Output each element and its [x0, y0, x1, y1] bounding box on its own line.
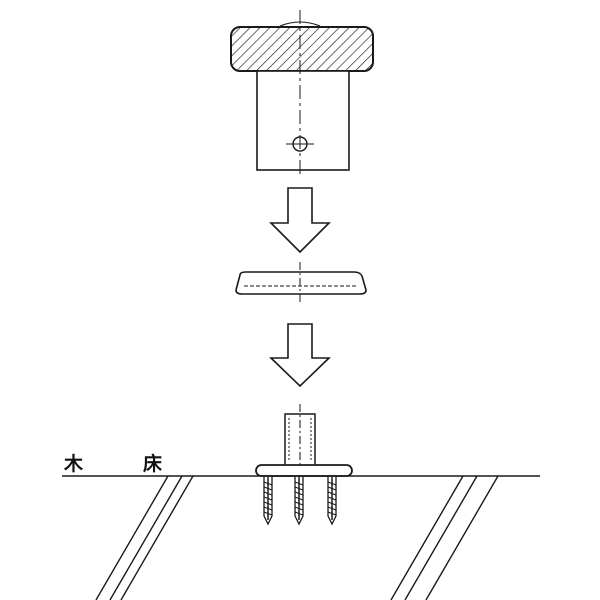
wooden-floor-icon [62, 475, 540, 600]
screw-icon [263, 477, 273, 526]
floor-label-char-1: 木 [63, 452, 84, 475]
down-arrow-icon [269, 187, 331, 254]
down-arrow-icon [269, 323, 331, 388]
floor-label-char-2: 床 [143, 452, 162, 475]
washer-icon [235, 262, 367, 302]
screw-icon [327, 477, 337, 526]
screw-icon [294, 477, 304, 526]
anchor-post-icon [255, 404, 353, 526]
rubber-cap-icon [230, 10, 374, 178]
